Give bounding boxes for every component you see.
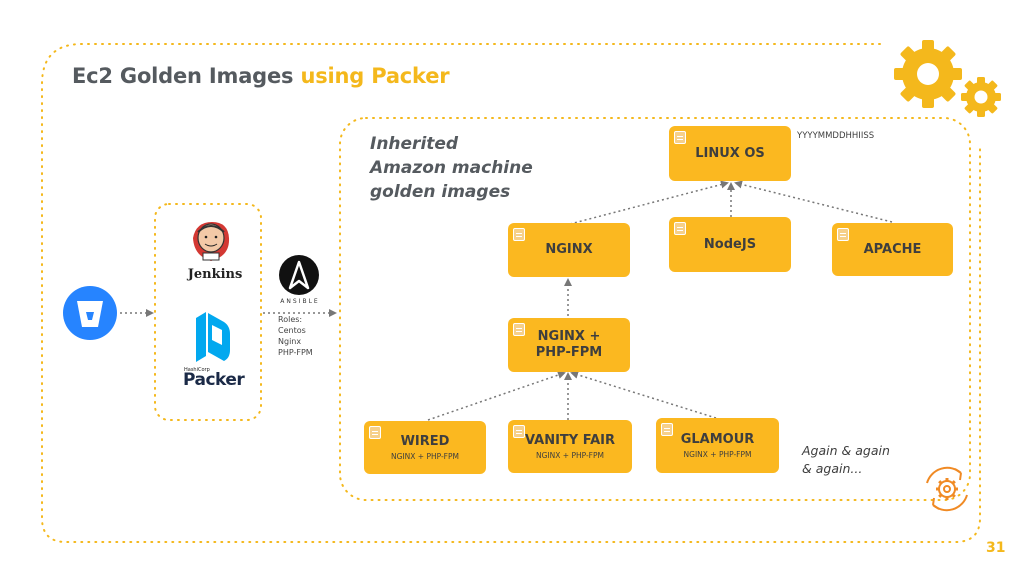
image-label-line-1: NGINX + xyxy=(537,329,601,344)
image-box-apache: APACHE xyxy=(832,223,953,276)
arrow-apache-to-linux xyxy=(734,180,893,223)
image-icon xyxy=(513,323,525,336)
image-icon xyxy=(513,425,525,438)
timestamp-format: YYYYMMDDHHIISS xyxy=(797,131,875,141)
image-sublabel: NGINX + PHP-FPM xyxy=(536,451,604,460)
arrow-nginx-to-linux xyxy=(569,180,729,225)
ansible-label: ANSIBLE xyxy=(280,298,320,305)
image-box-nginx: NGINX xyxy=(508,223,630,277)
tools-frame xyxy=(154,203,262,421)
image-label: NGINX xyxy=(545,242,593,257)
ansible-icon xyxy=(279,255,319,295)
image-box-vanity-fair: VANITY FAIR NGINX + PHP-FPM xyxy=(508,420,632,473)
roles-heading: Roles: xyxy=(278,315,303,324)
image-box-glamour: GLAMOUR NGINX + PHP-FPM xyxy=(656,418,779,473)
inherited-label-line-3: golden images xyxy=(370,182,511,202)
image-icon xyxy=(369,426,381,439)
role-item: Nginx xyxy=(278,337,302,346)
arrow-wired-to-nginxphp xyxy=(427,371,566,421)
image-label: VANITY FAIR xyxy=(524,433,616,448)
image-label-line-2: PHP-FPM xyxy=(535,345,603,360)
image-icon xyxy=(837,228,849,241)
image-label: GLAMOUR xyxy=(680,432,755,447)
again-label-line-2: & again... xyxy=(802,461,863,476)
image-sublabel: NGINX + PHP-FPM xyxy=(391,452,459,461)
image-icon xyxy=(661,423,673,436)
image-box-nginx-php-fpm: NGINX + PHP-FPM xyxy=(508,318,630,372)
outer-frame xyxy=(41,43,981,543)
image-box-nodejs: NodeJS xyxy=(669,217,791,272)
ansible-roles: Roles: Centos Nginx PHP-FPM xyxy=(278,314,313,358)
image-box-linux-os: LINUX OS xyxy=(669,126,791,181)
image-sublabel: NGINX + PHP-FPM xyxy=(683,450,752,459)
image-label: LINUX OS xyxy=(695,145,765,161)
title-main: Ec2 Golden Images xyxy=(72,64,301,88)
inherited-label-line-1: Inherited xyxy=(370,134,459,154)
image-label: WIRED xyxy=(400,434,450,449)
page-title: Ec2 Golden Images using Packer xyxy=(72,64,450,88)
image-label: NodeJS xyxy=(703,236,757,252)
jenkins-icon xyxy=(193,222,230,261)
jenkins-label: Jenkins xyxy=(187,267,243,282)
image-icon xyxy=(674,222,686,235)
image-label: APACHE xyxy=(863,241,922,257)
inner-frame xyxy=(339,117,971,501)
packer-brand-label: HashiCorp xyxy=(184,367,210,373)
again-label-line-1: Again & again xyxy=(802,443,890,458)
gears-icon xyxy=(894,40,1001,117)
inherited-label: Inherited Amazon machine golden images xyxy=(370,132,533,204)
image-icon xyxy=(674,131,686,144)
role-item: Centos xyxy=(278,326,306,335)
cycle-gear-icon xyxy=(926,466,968,512)
inherited-label-line-2: Amazon machine xyxy=(370,158,533,178)
image-box-wired: WIRED NGINX + PHP-FPM xyxy=(364,421,486,474)
packer-icon xyxy=(196,312,230,362)
again-label: Again & again & again... xyxy=(802,442,890,478)
title-accent: using Packer xyxy=(300,64,450,88)
page-number: 31 xyxy=(986,540,1006,556)
packer-label: Packer xyxy=(183,370,245,390)
bitbucket-icon xyxy=(63,286,117,340)
arrow-glamour-to-nginxphp xyxy=(570,370,717,419)
image-icon xyxy=(513,228,525,241)
role-item: PHP-FPM xyxy=(278,348,313,357)
